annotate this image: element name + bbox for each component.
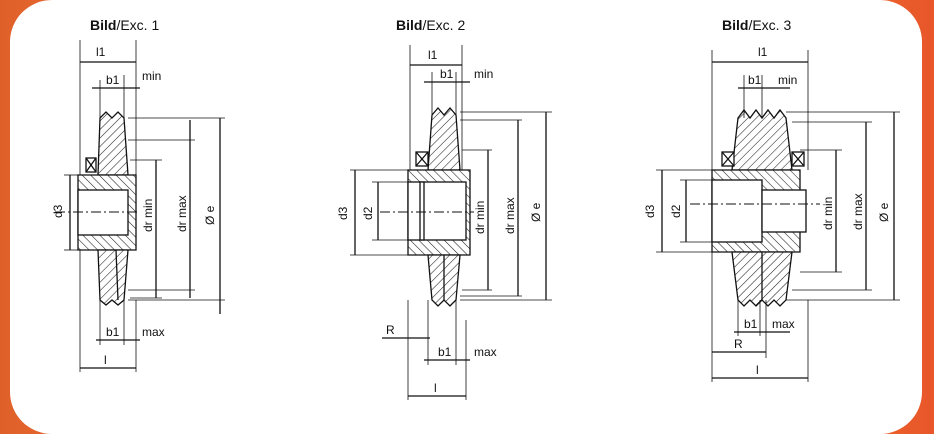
label-max: max	[142, 325, 165, 339]
label-l: l	[434, 381, 437, 395]
figure-1-drawing	[55, 40, 225, 372]
label-R: R	[734, 337, 743, 351]
label-b1-bottom: b1	[106, 325, 120, 339]
label-l: l	[104, 353, 107, 367]
label-dr-min: dr min	[821, 197, 835, 230]
label-e: Ø e	[877, 202, 891, 222]
label-d2: d2	[361, 206, 375, 220]
label-max: max	[772, 317, 795, 331]
label-d2: d2	[669, 204, 683, 218]
label-e: Ø e	[529, 202, 543, 222]
label-b1-bottom: b1	[438, 345, 452, 359]
label-dr-min: dr min	[473, 201, 487, 234]
figure-2-drawing	[350, 45, 552, 400]
label-dr-max: dr max	[851, 193, 865, 230]
figure-1-labels: l1 b1 min d3 dr min dr max Ø e b1 max l	[51, 45, 217, 367]
label-d3: d3	[643, 204, 657, 218]
figure-3-labels: l1 b1 min d3 d2 dr min dr max Ø e b1 max…	[643, 45, 891, 377]
figure-3-caption: Bild/Exc. 3	[722, 17, 792, 33]
figure-2-labels: l1 b1 min d3 d2 dr min dr max Ø e R b1 m…	[336, 48, 543, 395]
label-l1: l1	[758, 45, 768, 59]
figure-3-drawing	[656, 50, 900, 382]
label-e: Ø e	[203, 205, 217, 225]
label-max: max	[474, 345, 497, 359]
label-dr-max: dr max	[175, 195, 189, 232]
label-d3: d3	[51, 204, 65, 218]
label-l1: l1	[96, 45, 106, 59]
label-min: min	[142, 69, 161, 83]
label-b1-bottom: b1	[744, 317, 758, 331]
figure-1-caption: Bild/Exc. 1	[90, 17, 160, 33]
label-b1-top: b1	[748, 73, 762, 87]
label-d3: d3	[336, 206, 350, 220]
label-R: R	[386, 323, 395, 337]
label-b1-top: b1	[440, 67, 454, 81]
figure-2-caption: Bild/Exc. 2	[396, 17, 466, 33]
label-min: min	[474, 67, 493, 81]
label-dr-max: dr max	[503, 197, 517, 234]
label-l1: l1	[428, 48, 438, 62]
label-b1-top: b1	[106, 73, 120, 87]
label-l: l	[756, 363, 759, 377]
label-min: min	[778, 73, 797, 87]
label-dr-min: dr min	[141, 199, 155, 232]
